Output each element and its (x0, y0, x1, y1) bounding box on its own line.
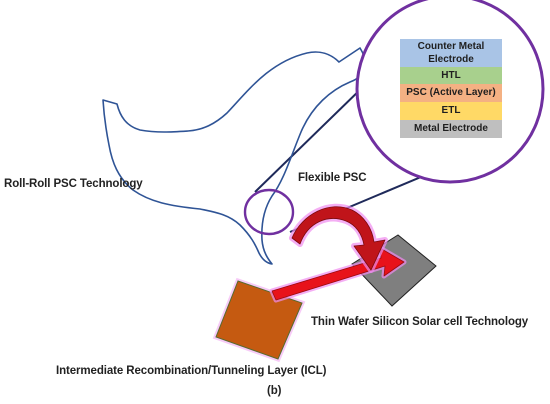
connector-line-top (254, 83, 367, 193)
flexible-psc-label: Flexible PSC (298, 172, 367, 184)
icl-label: Intermediate Recombination/Tunneling Lay… (56, 365, 327, 377)
layer-label-line2: Electrode (428, 54, 474, 65)
layer-counter-metal-electrode: Counter Metal Electrode (400, 39, 502, 67)
layer-metal-electrode: Metal Electrode (400, 120, 502, 138)
layer-label: HTL (441, 70, 461, 81)
thin-wafer-label: Thin Wafer Silicon Solar cell Technology (311, 316, 529, 328)
layer-htl: HTL (400, 67, 502, 84)
layer-etl: ETL (400, 102, 502, 120)
layer-label: PSC (Active Layer) (406, 87, 496, 98)
layer-label: ETL (441, 105, 461, 116)
layer-label-line1: Counter Metal (417, 41, 485, 52)
straight-arrow (269, 245, 407, 303)
layer-psc-active: PSC (Active Layer) (400, 84, 502, 102)
curved-arrow (289, 203, 388, 273)
figure-caption: (b) (267, 385, 282, 397)
roll-roll-label: Roll-Roll PSC Technology (4, 178, 143, 190)
roll-roll-ribbon (102, 47, 367, 265)
layer-label: Metal Electrode (414, 123, 488, 134)
flexible-psc-circle (243, 188, 295, 236)
